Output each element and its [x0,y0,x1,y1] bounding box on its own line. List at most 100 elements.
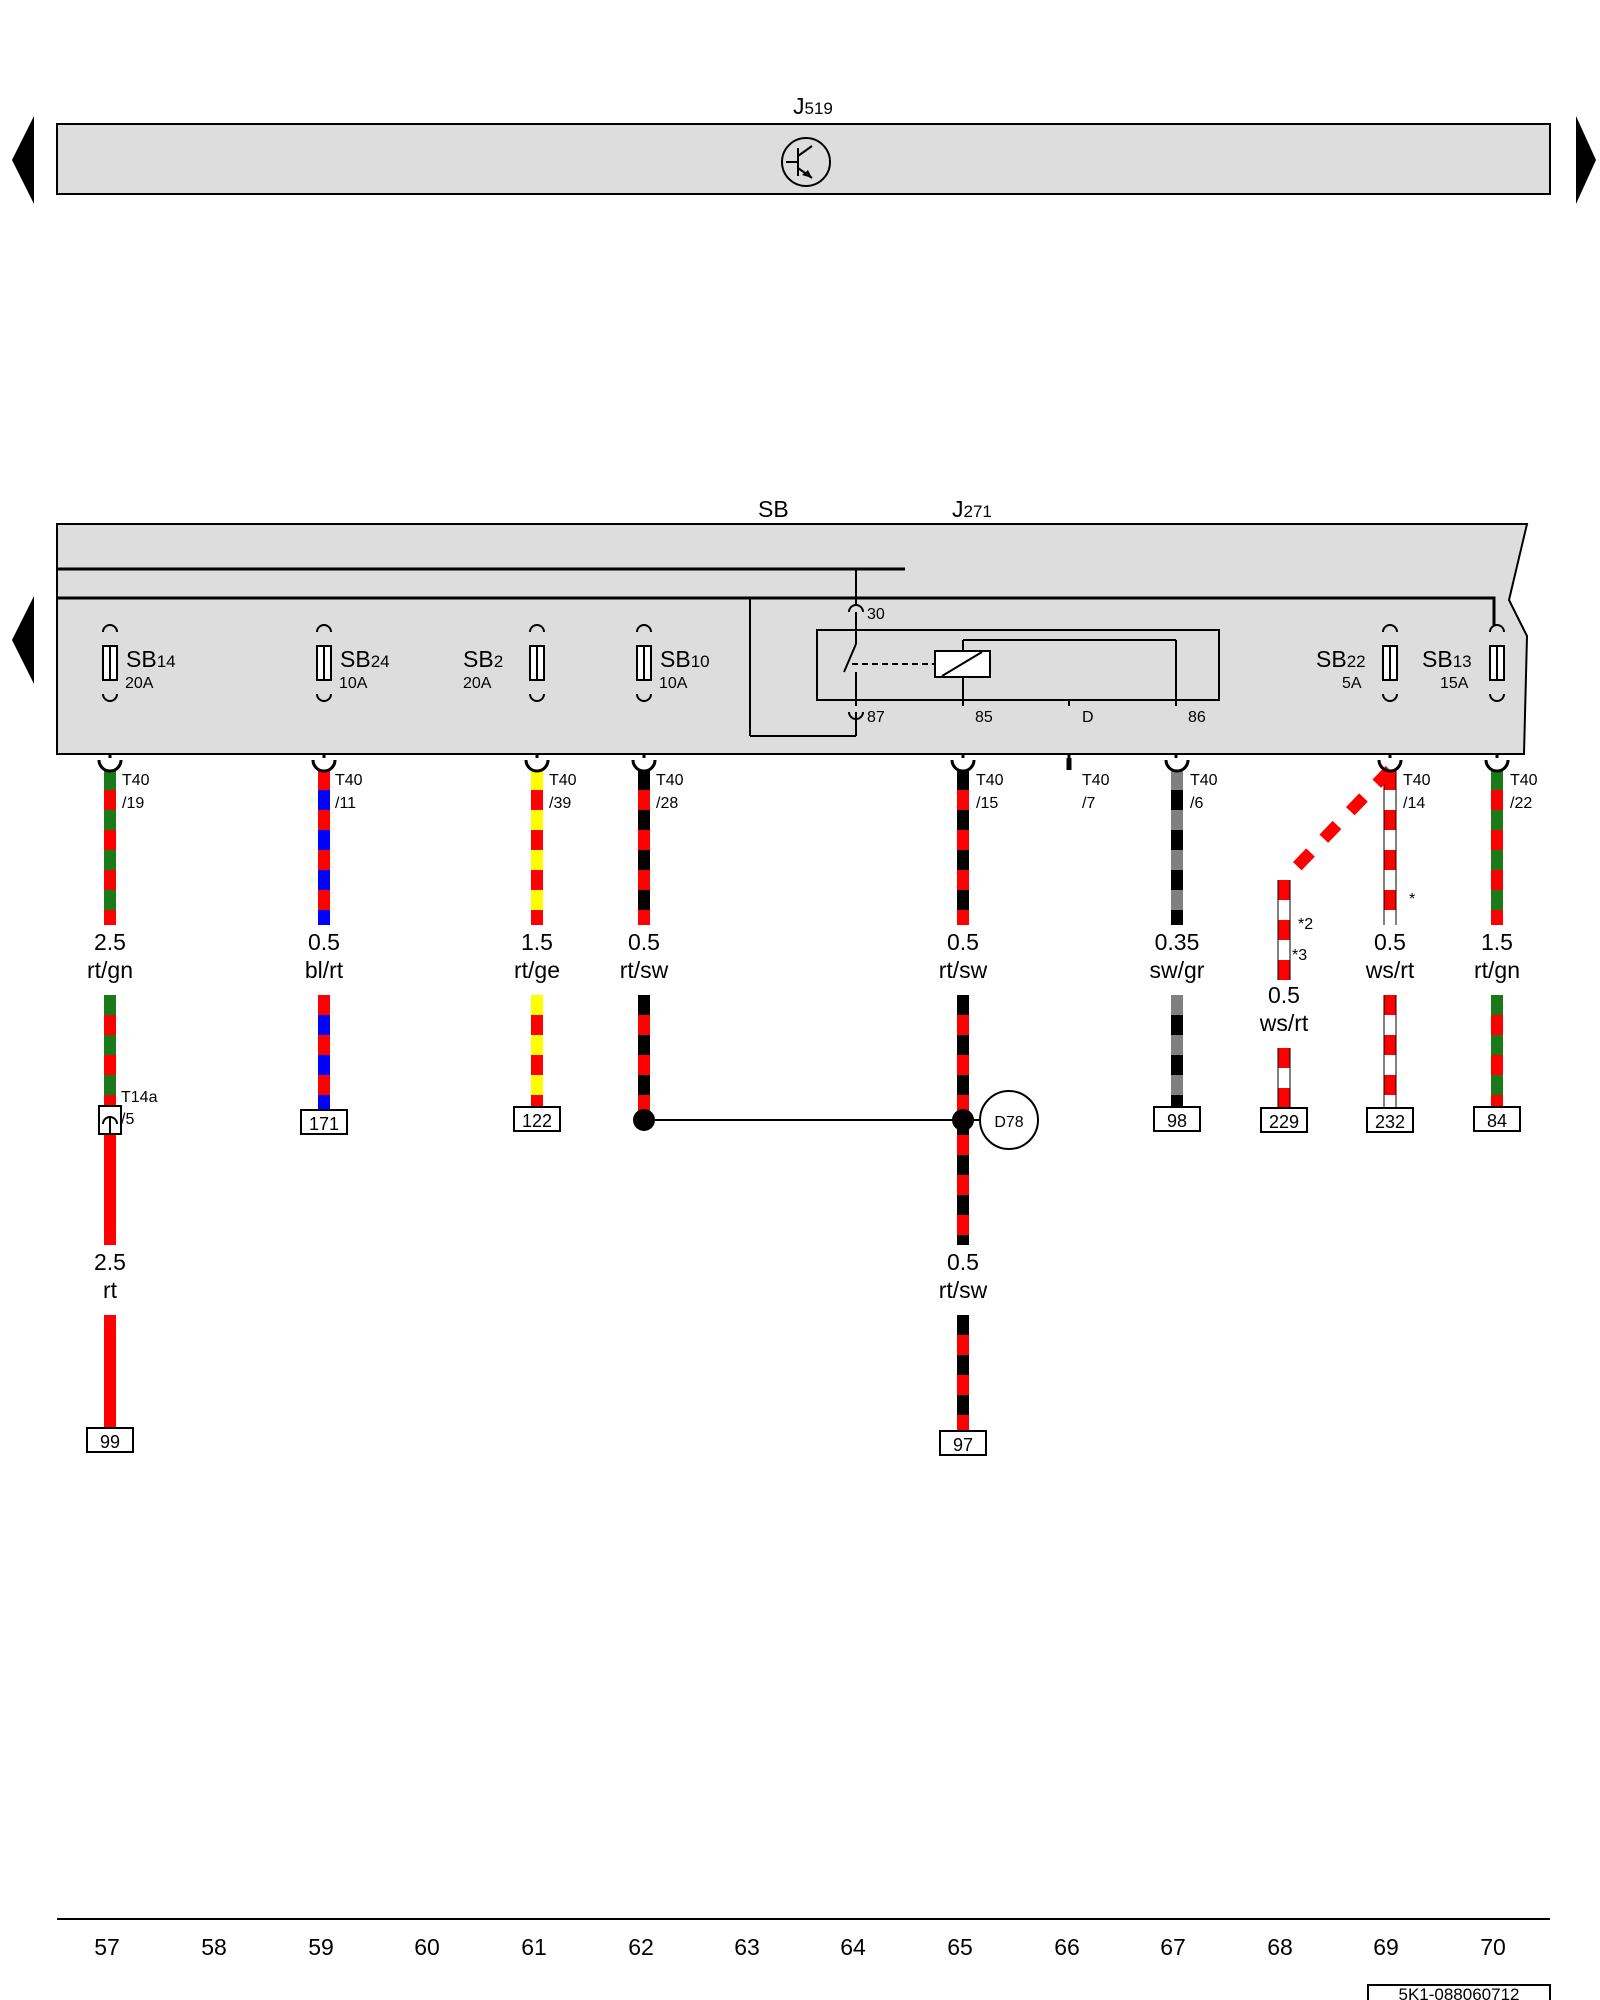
wire-run [1491,995,1503,1107]
fuse-sb22-rating: 5A [1342,675,1362,692]
fuse-sb2-label: SB2 [463,646,503,672]
column-number: 63 [734,1934,760,1960]
wire-run [104,1315,116,1428]
connector-t40-39: T40/39 [549,772,577,812]
j271-label: J271 [952,496,992,522]
terminal-label[interactable]: 84 [1487,1111,1507,1131]
terminal-label[interactable]: 229 [1269,1112,1299,1132]
wire-run [638,995,650,1120]
wire-layer [104,563,1503,1431]
sb-label: SB [758,496,789,522]
column-number: 62 [628,1934,654,1960]
connector-socket-icon [1484,759,1510,773]
terminal-box [1260,1107,1308,1133]
ground-point-d78 [979,1090,1039,1150]
terminal-label[interactable]: 97 [953,1435,973,1455]
fuse-sb2-rating: 20A [463,675,492,692]
connector-t14a-5: T14a/5 [121,1089,158,1128]
fuse-icon [316,624,332,702]
connector-socket-icon [97,759,123,773]
wire-diagonal [1279,765,1395,885]
column-number: 67 [1160,1934,1186,1960]
connector-socket-icon [311,759,337,773]
terminal-box [1473,1106,1521,1132]
fuse-icon [636,624,652,702]
column-number: 70 [1480,1934,1506,1960]
box-left-arrow-icon[interactable] [12,596,34,684]
doc-id: 5K1-088060712 [1398,1985,1519,2000]
terminal-label[interactable]: 98 [1167,1111,1187,1131]
column-number: 69 [1373,1934,1399,1960]
connector-t40-7: T40/7 [1082,772,1110,812]
wire-stub [1171,770,1183,925]
relay-pin-30: 30 [867,606,885,623]
column-number: 65 [947,1934,973,1960]
fuse-icon [1489,624,1505,702]
fuse-sb22-label: SB22 [1316,646,1366,672]
terminal-box [513,1106,561,1132]
column-number: 61 [521,1934,547,1960]
wire-stub [638,770,650,925]
sb-fuse-box [56,523,1529,755]
relay-pin-86: 86 [1188,709,1206,726]
fuse-icon [102,624,118,702]
wire-stub [531,770,543,925]
wire-run [104,995,116,1105]
wire-run [1383,995,1397,1108]
fuse-sb13-rating: 15A [1440,675,1469,692]
j519-module [56,123,1551,195]
wire-stub [318,770,330,925]
page-right-arrow-icon[interactable] [1576,116,1596,204]
wire-run [1277,1048,1291,1108]
doc-id-box [1367,1984,1551,2000]
terminal-label[interactable]: 171 [309,1114,339,1134]
terminal-box [86,1427,134,1453]
page-left-arrow-icon[interactable] [12,116,34,204]
connector-t40-11: T40/11 [335,772,363,812]
column-number: 59 [308,1934,334,1960]
relay-j271 [749,569,1220,737]
connector-socket-icon [524,759,550,773]
connector-socket-icon [1164,759,1190,773]
terminal-label[interactable]: 122 [522,1111,552,1131]
ground-point-label: D78 [994,1114,1023,1131]
terminal-label[interactable]: 99 [100,1432,120,1452]
wire-run [531,995,543,1107]
connector-socket-icon [950,759,976,773]
footnote-3: *3 [1292,947,1307,964]
column-number: 66 [1054,1934,1080,1960]
wire-run [104,1134,116,1245]
bus-line-lower [57,596,1496,625]
column-number: 57 [94,1934,120,1960]
connector-t40-6: T40/6 [1190,772,1218,812]
fuse-sb24-label: SB24 [340,646,390,672]
relay-pin-85: 85 [975,709,993,726]
wire-run [957,995,969,1245]
column-number: 68 [1267,1934,1293,1960]
terminal-label[interactable]: 232 [1375,1112,1405,1132]
column-number: 60 [414,1934,440,1960]
connector-t40-22: T40/22 [1510,772,1538,812]
wire-run [1171,995,1183,1107]
wire-stub [1277,880,1291,980]
connector-t40-15: T40/15 [976,772,1004,812]
fuse-sb24-rating: 10A [339,675,368,692]
fuse-icon [529,624,545,702]
terminal-box [939,1430,987,1456]
inline-connector-t14a [98,1105,122,1135]
fuse-sb10-rating: 10A [659,675,688,692]
wire-stub [1491,770,1503,925]
connector-socket-icon [1377,759,1403,773]
fuse-icon [1382,624,1398,702]
relay-pin-87: 87 [867,709,885,726]
junction-dot [633,1109,655,1131]
footnote-star: * [1409,891,1415,908]
